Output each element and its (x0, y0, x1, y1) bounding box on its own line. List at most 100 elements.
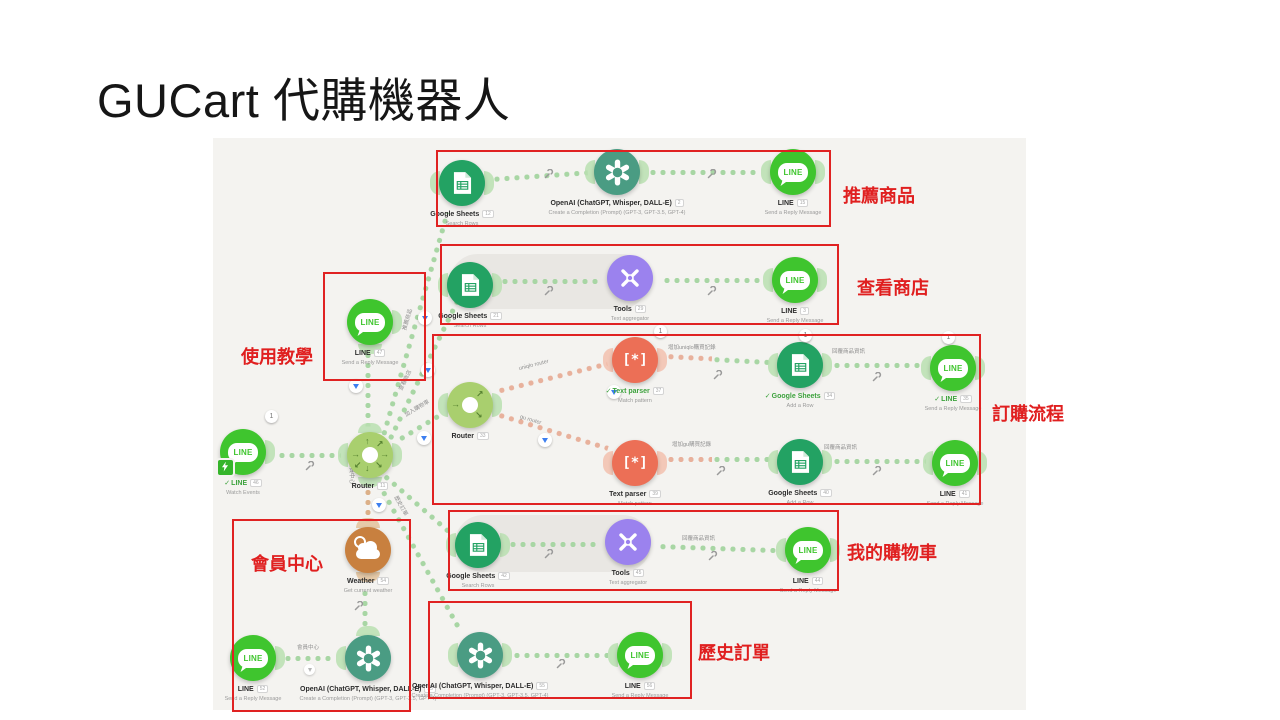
google-sheets-icon (455, 522, 501, 568)
port (657, 451, 667, 475)
port (338, 443, 348, 467)
wrench-icon[interactable] (354, 598, 364, 616)
line-icon: LINE (347, 299, 393, 345)
text-parser-icon: [*] (612, 440, 658, 486)
wrench-icon[interactable] (544, 546, 554, 564)
connection-dots (508, 541, 596, 548)
port (438, 273, 448, 297)
port (438, 393, 448, 417)
port (502, 643, 512, 667)
connection-dots (512, 652, 608, 659)
port (392, 443, 402, 467)
port (265, 440, 275, 464)
route-label: 回覆商品資訊 (824, 445, 858, 451)
openai-icon (457, 632, 503, 678)
tools-icon (605, 519, 651, 565)
port (603, 451, 613, 475)
wrench-icon[interactable] (708, 548, 718, 566)
scenario-canvas[interactable] (213, 138, 1026, 710)
port (921, 356, 931, 380)
port (639, 160, 649, 184)
filter-icon[interactable] (417, 431, 431, 445)
route-label: 增加gu購買記錄 (672, 442, 712, 448)
count-bubble: 1 (654, 325, 667, 338)
port (500, 533, 510, 557)
google-sheets-icon (439, 160, 485, 206)
annotation-label-recommend: 推薦商品 (843, 186, 915, 206)
slide-title: GUCart 代購機器人 (97, 74, 511, 127)
count-bubble: 1 (942, 331, 955, 344)
wrench-icon[interactable] (556, 656, 566, 674)
filter-icon[interactable] (607, 385, 621, 399)
port (763, 268, 773, 292)
google-sheets-icon (777, 439, 823, 485)
wrench-icon[interactable] (544, 166, 554, 184)
wrench-icon[interactable] (872, 463, 882, 481)
collapse-route-icon[interactable] (304, 664, 315, 675)
filter-icon[interactable] (538, 433, 552, 447)
port (275, 646, 285, 670)
line-icon: LINE (220, 429, 266, 475)
line-icon: LINE (785, 527, 831, 573)
port (492, 273, 502, 297)
port (446, 533, 456, 557)
port (817, 268, 827, 292)
port (358, 344, 382, 354)
filter-icon[interactable] (372, 498, 386, 512)
route-label: 回覆商品資訊 (682, 536, 716, 542)
connection-dots (364, 487, 372, 522)
wrench-icon[interactable] (713, 367, 723, 385)
wrench-icon[interactable] (716, 463, 726, 481)
port (392, 310, 402, 334)
port (492, 393, 502, 417)
line-icon: LINE (617, 632, 663, 678)
port (815, 160, 825, 184)
tools-icon (607, 255, 653, 301)
wrench-icon[interactable] (707, 283, 717, 301)
annotation-label-order-flow: 訂購流程 (992, 404, 1064, 424)
connection-dots (662, 277, 762, 284)
port (448, 643, 458, 667)
wrench-icon[interactable] (544, 283, 554, 301)
wrench-icon[interactable] (305, 458, 315, 476)
weather-icon (345, 527, 391, 573)
filter-icon[interactable] (349, 379, 363, 393)
route-label: 增加uniqlo購買記錄 (668, 345, 716, 351)
openai-icon (345, 635, 391, 681)
annotation-label-tutorial: 使用教學 (241, 347, 313, 367)
port (603, 348, 613, 372)
annotation-label-member: 會員中心 (251, 554, 323, 574)
line-icon: LINE (770, 149, 816, 195)
wrench-icon[interactable] (707, 166, 717, 184)
wrench-icon[interactable] (872, 369, 882, 387)
port (358, 423, 382, 433)
instant-trigger-icon (216, 458, 235, 477)
port (356, 572, 380, 582)
port (356, 626, 380, 636)
port (822, 353, 832, 377)
